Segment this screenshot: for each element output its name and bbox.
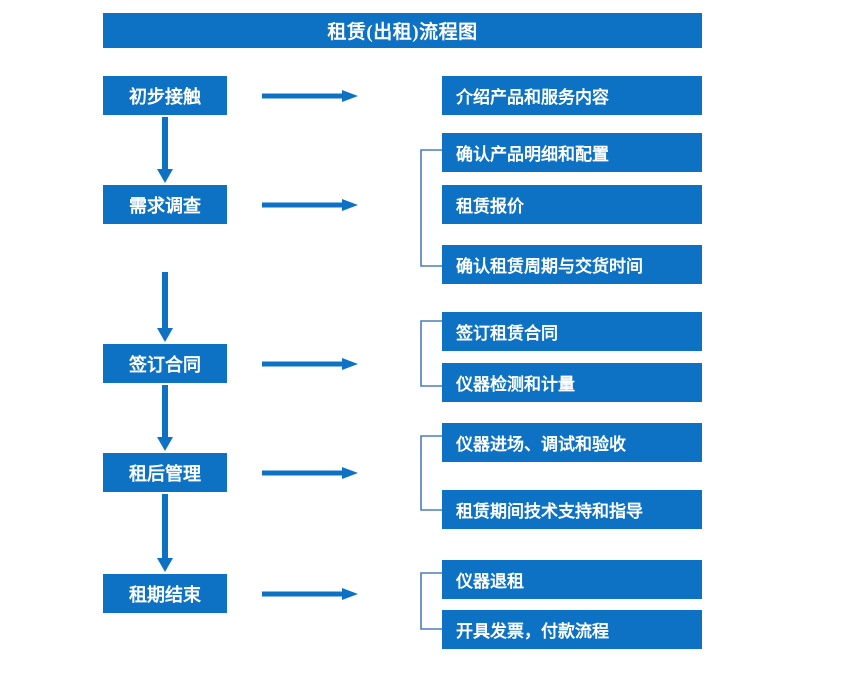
stage-box-initial-contact[interactable]: 初步接触 [103, 76, 227, 115]
vertical-arrow-icon-4 [155, 494, 175, 572]
detail-label: 确认产品明细和配置 [456, 145, 609, 164]
horizontal-arrow-icon-1 [262, 88, 358, 104]
stage-box-post-lease-management[interactable]: 租后管理 [103, 453, 227, 492]
group-bracket-icon-2 [419, 320, 443, 387]
stage-label: 租后管理 [129, 463, 201, 484]
detail-box-lease-quotation[interactable]: 租赁报价 [442, 185, 702, 224]
horizontal-arrow-icon-5 [262, 586, 358, 602]
stage-label: 需求调查 [129, 195, 201, 216]
stage-box-lease-end[interactable]: 租期结束 [103, 574, 227, 613]
group-bracket-icon-4 [419, 572, 443, 630]
detail-label: 租赁期间技术支持和指导 [456, 502, 643, 521]
detail-label: 介绍产品和服务内容 [456, 88, 609, 107]
detail-box-technical-support[interactable]: 租赁期间技术支持和指导 [442, 490, 702, 529]
detail-label: 确认租赁周期与交货时间 [456, 257, 643, 276]
detail-label: 签订租赁合同 [456, 324, 558, 343]
detail-box-instrument-install-acceptance[interactable]: 仪器进场、调试和验收 [442, 423, 702, 462]
stage-label: 签订合同 [129, 354, 201, 375]
group-bracket-icon-3 [419, 435, 443, 511]
detail-box-instrument-return[interactable]: 仪器退租 [442, 560, 702, 599]
page-title: 租赁(出租)流程图 [103, 13, 702, 48]
detail-box-introduce-products[interactable]: 介绍产品和服务内容 [442, 76, 702, 115]
horizontal-arrow-icon-3 [262, 356, 358, 372]
detail-box-sign-lease-contract[interactable]: 签订租赁合同 [442, 312, 702, 351]
detail-box-instrument-inspection[interactable]: 仪器检测和计量 [442, 363, 702, 402]
horizontal-arrow-icon-2 [262, 197, 358, 213]
detail-label: 租赁报价 [456, 197, 524, 216]
detail-label: 开具发票，付款流程 [456, 622, 609, 641]
detail-box-confirm-specs[interactable]: 确认产品明细和配置 [442, 133, 702, 172]
detail-label: 仪器检测和计量 [456, 375, 575, 394]
detail-label: 仪器进场、调试和验收 [456, 435, 626, 454]
vertical-arrow-icon-2 [155, 272, 175, 342]
detail-box-confirm-period-delivery[interactable]: 确认租赁周期与交货时间 [442, 245, 702, 284]
vertical-arrow-icon-3 [155, 385, 175, 451]
stage-label: 初步接触 [129, 86, 201, 107]
horizontal-arrow-icon-4 [262, 465, 358, 481]
detail-box-invoice-payment[interactable]: 开具发票，付款流程 [442, 610, 702, 649]
group-bracket-icon-1 [419, 149, 443, 267]
detail-label: 仪器退租 [456, 572, 524, 591]
stage-box-sign-contract[interactable]: 签订合同 [103, 344, 227, 383]
vertical-arrow-icon-1 [155, 117, 175, 183]
stage-label: 租期结束 [129, 584, 201, 605]
stage-box-requirement-survey[interactable]: 需求调查 [103, 185, 227, 224]
